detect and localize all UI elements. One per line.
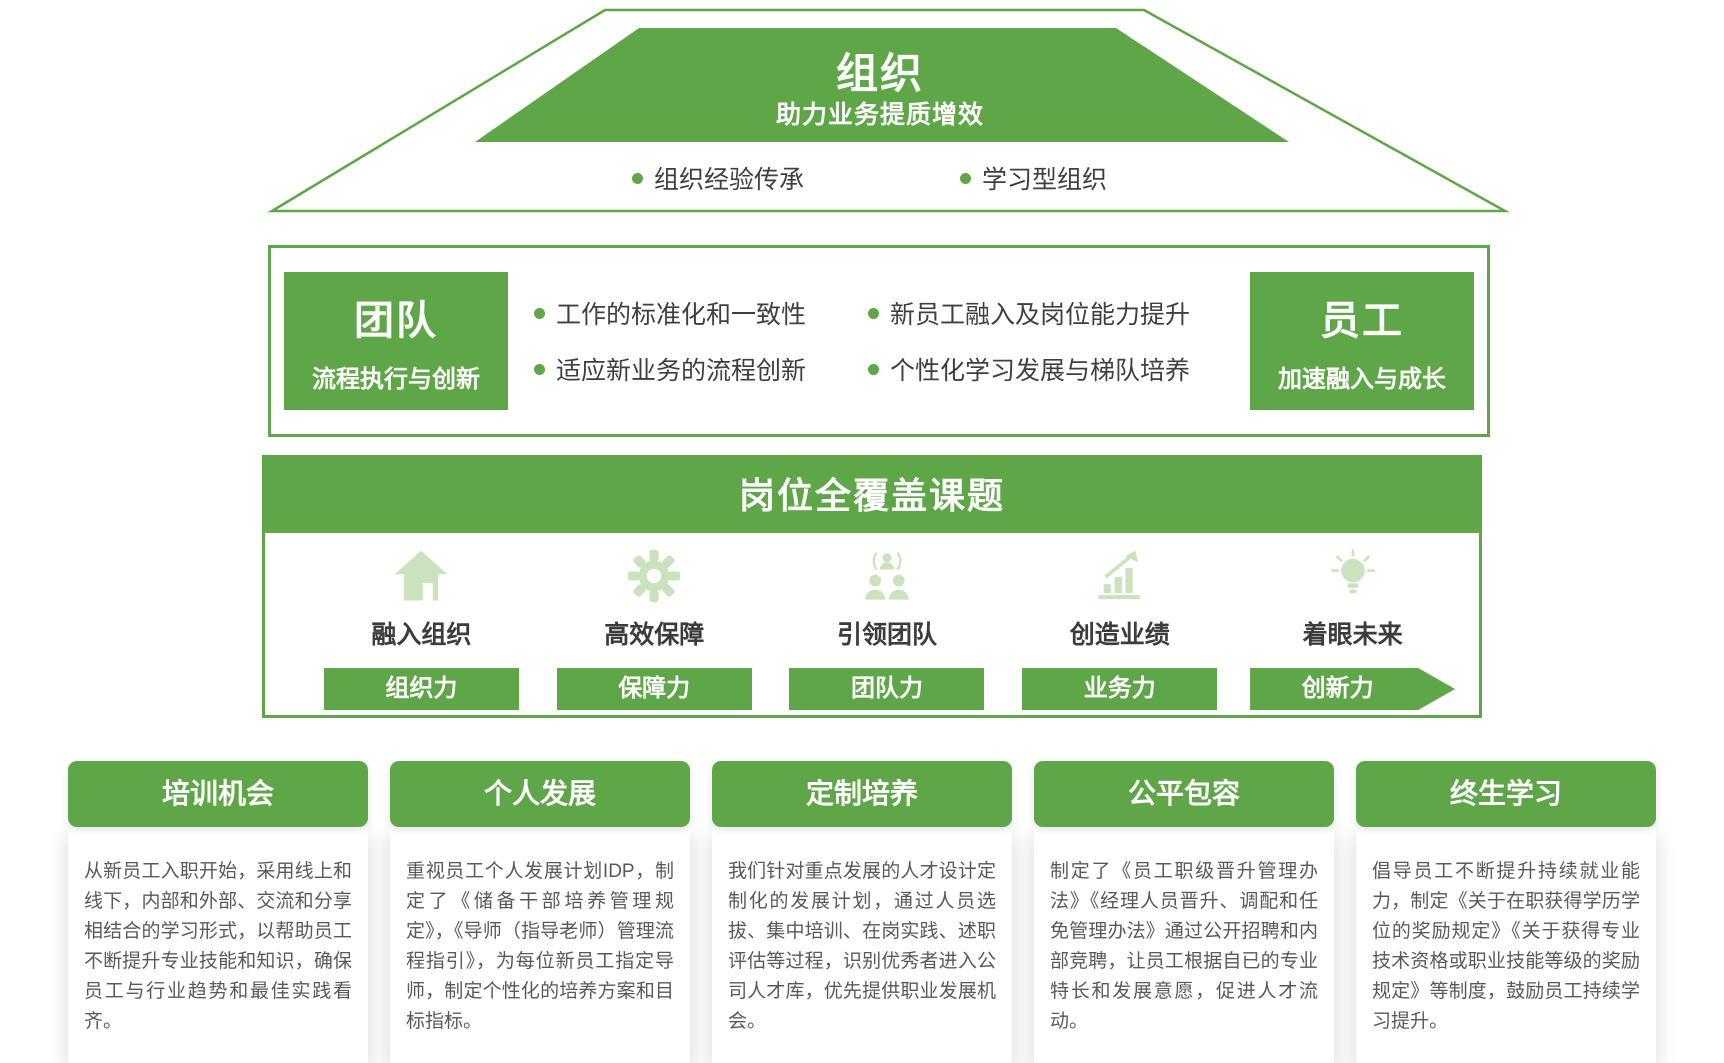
capability-badge-organization: 组织力: [323, 668, 519, 710]
team-box: 团队 流程执行与创新: [284, 272, 508, 410]
coverage-label: 创造业绩: [1069, 621, 1170, 649]
roof-shape: [267, 8, 1510, 213]
card-fairness-inclusion: 公平包容 制定了《员工职级晋升管理办法》《经理人员晋升、调配和任免管理办法》通过…: [1034, 761, 1334, 1063]
bullet-label: 工作的标准化和一致性: [556, 301, 807, 329]
employee-box-title: 员工: [1320, 299, 1404, 343]
card-body-text: 重视员工个人发展计划IDP，制定了《储备干部培养管理规定》，《导师（指导老师）管…: [390, 827, 690, 1063]
house-icon: [392, 547, 450, 605]
employee-box: 员工 加速融入与成长: [1250, 272, 1474, 410]
card-training-opportunity: 培训机会 从新员工入职开始，采用线上和线下，内部和外部、交流和分享相结合的学习形…: [68, 761, 368, 1063]
roof-bullet-1: 组织经验传承: [632, 160, 804, 196]
list-item: 个性化学习发展与梯队培养: [868, 351, 1190, 387]
bullet-dot-icon: [960, 172, 971, 184]
bullet-label: 新员工融入及岗位能力提升: [890, 301, 1191, 329]
coverage-column-future: 着眼未来 创新力: [1236, 547, 1469, 710]
bullet-dot-icon: [534, 363, 545, 375]
coverage-column-organization: 融入组织 组织力: [305, 547, 538, 710]
team-bullet-column-1: 工作的标准化和一致性 适应新业务的流程创新: [534, 295, 806, 387]
coverage-section: 岗位全覆盖课题 融入组织 组织力: [262, 455, 1482, 718]
capability-badge-innovation: 创新力: [1250, 668, 1456, 710]
roof-bullet-1-label: 组织经验传承: [654, 166, 805, 194]
bullet-label: 适应新业务的流程创新: [556, 357, 807, 385]
coverage-column-performance: 创造业绩 业务力: [1003, 547, 1236, 710]
employee-box-subtitle: 加速融入与成长: [1278, 366, 1446, 393]
team-box-subtitle: 流程执行与创新: [312, 366, 480, 393]
team-icon: [858, 547, 916, 605]
list-item: 适应新业务的流程创新: [534, 351, 806, 387]
capability-badge-team: 团队力: [789, 668, 985, 710]
card-title: 培训机会: [68, 761, 368, 827]
capability-badge-assurance: 保障力: [556, 668, 752, 710]
roof-title: 组织: [835, 50, 924, 97]
coverage-columns: 融入组织 组织力: [265, 533, 1479, 710]
roof-subtitle: 助力业务提质增效: [775, 101, 984, 129]
coverage-label: 着眼未来: [1302, 621, 1403, 649]
coverage-column-team: 引领团队 团队力: [771, 547, 1004, 710]
card-lifelong-learning: 终生学习 倡导员工不断提升持续就业能力，制定《关于在职获得学历学位的奖励规定》《…: [1356, 761, 1656, 1063]
coverage-label: 引领团队: [836, 621, 937, 649]
coverage-label: 融入组织: [371, 621, 472, 649]
card-body-text: 我们针对重点发展的人才设计定制化的发展计划，通过人员选拔、集中培训、在岗实践、述…: [712, 827, 1012, 1063]
bullet-label: 个性化学习发展与梯队培养: [890, 357, 1191, 385]
roof-bullet-2: 学习型组织: [960, 160, 1107, 196]
capability-badge-performance: 业务力: [1022, 668, 1218, 710]
policy-cards-row: 培训机会 从新员工入职开始，采用线上和线下，内部和外部、交流和分享相结合的学习形…: [68, 761, 1656, 1063]
bullet-dot-icon: [534, 307, 545, 319]
card-body-text: 倡导员工不断提升持续就业能力，制定《关于在职获得学历学位的奖励规定》《关于获得专…: [1356, 827, 1656, 1063]
roof-trapezoid: [475, 28, 1289, 142]
card-title: 公平包容: [1034, 761, 1334, 827]
bullet-dot-icon: [868, 363, 880, 375]
bullet-dot-icon: [632, 172, 643, 184]
team-box-title: 团队: [354, 299, 438, 343]
coverage-label: 高效保障: [604, 621, 705, 649]
roof-bullets: 组织经验传承 学习型组织: [0, 160, 1724, 194]
card-body-text: 从新员工入职开始，采用线上和线下，内部和外部、交流和分享相结合的学习形式，以帮助…: [68, 827, 368, 1063]
coverage-section-title: 岗位全覆盖课题: [265, 458, 1479, 533]
card-body-text: 制定了《员工职级晋升管理办法》《经理人员晋升、调配和任免管理办法》通过公开招聘和…: [1034, 827, 1334, 1063]
gear-icon: [625, 547, 683, 605]
card-title: 个人发展: [390, 761, 690, 827]
lightbulb-icon: [1324, 547, 1382, 605]
bullet-dot-icon: [868, 307, 880, 319]
roof-bullet-2-label: 学习型组织: [982, 166, 1108, 194]
team-bullet-column-2: 新员工融入及岗位能力提升 个性化学习发展与梯队培养: [868, 295, 1190, 387]
bar-chart-icon: [1091, 547, 1149, 605]
card-title: 定制培养: [712, 761, 1012, 827]
list-item: 新员工融入及岗位能力提升: [868, 295, 1190, 331]
roof-outline: [267, 8, 1510, 213]
list-item: 工作的标准化和一致性: [534, 295, 806, 331]
card-title: 终生学习: [1356, 761, 1656, 827]
card-personal-development: 个人发展 重视员工个人发展计划IDP，制定了《储备干部培养管理规定》，《导师（指…: [390, 761, 690, 1063]
coverage-column-assurance: 高效保障 保障力: [538, 547, 771, 710]
card-customized-cultivation: 定制培养 我们针对重点发展的人才设计定制化的发展计划，通过人员选拔、集中培训、在…: [712, 761, 1012, 1063]
team-employee-section: 团队 流程执行与创新 工作的标准化和一致性 适应新业务的流程创新 新员工融入及岗…: [268, 245, 1490, 437]
